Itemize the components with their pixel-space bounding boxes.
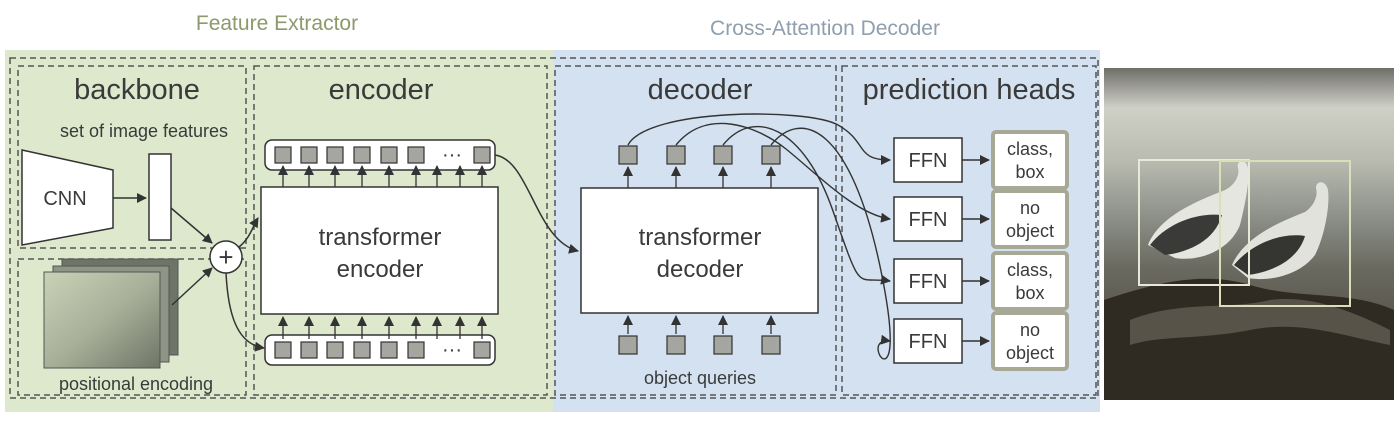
- cnn-label: CNN: [43, 188, 86, 210]
- feature-extractor-title: Feature Extractor: [196, 12, 358, 35]
- image-features-label: set of image features: [60, 121, 228, 141]
- outer-dashed-frame: [9, 57, 1099, 399]
- object-queries-label: object queries: [644, 368, 756, 388]
- transformer-encoder-label-2: encoder: [337, 256, 424, 283]
- prediction-heads-title: prediction heads: [863, 74, 1076, 106]
- decoder-title: decoder: [648, 74, 753, 106]
- encoder-input-token-6: [407, 341, 425, 359]
- prediction-output-box-3: [991, 251, 1069, 311]
- encoder-output-token-2: [300, 146, 318, 164]
- positional-to-add-arrow: [171, 267, 213, 306]
- detection-box-1: [1138, 159, 1250, 286]
- encoder-output-ellipsis: ···: [442, 144, 462, 166]
- decoder-to-ffn-arrow-3: [722, 126, 891, 285]
- prediction-output-line2-2: object: [1006, 221, 1054, 241]
- decoder-output-token-2: [666, 145, 686, 165]
- ffn-block-3: [893, 258, 963, 304]
- encoder-input-tokens-box: [264, 334, 496, 366]
- ffn-label-2: FFN: [909, 209, 948, 231]
- object-query-token-2: [666, 335, 686, 355]
- cnn-trapezoid: [21, 149, 114, 246]
- ffn-block-1: [893, 137, 963, 183]
- encoder-output-token-7: [473, 146, 491, 164]
- ffn-label-1: FFN: [909, 150, 948, 172]
- encoder-input-token-5: [380, 341, 398, 359]
- object-query-token-1: [618, 335, 638, 355]
- detection-box-2: [1219, 160, 1351, 307]
- detection-result-image: [1104, 68, 1394, 400]
- prediction-output-line1-3: class,: [1007, 260, 1053, 280]
- prediction-output-box-4: [991, 311, 1069, 371]
- backbone-box: [17, 65, 247, 249]
- encoder-input-token-7: [473, 341, 491, 359]
- positional-encoding-image: [43, 271, 161, 369]
- decoder-box: [554, 65, 837, 396]
- seagull-right-wing: [1234, 235, 1305, 275]
- object-query-token-4: [761, 335, 781, 355]
- encoder-output-token-5: [380, 146, 398, 164]
- prediction-output-line1-1: class,: [1007, 139, 1053, 159]
- encoder-to-decoder-arrow: [494, 154, 579, 254]
- encoder-input-token-3: [326, 341, 344, 359]
- features-to-add-arrow: [170, 207, 213, 244]
- transformer-encoder-block: [260, 186, 499, 315]
- encoder-input-token-2: [300, 341, 318, 359]
- transformer-encoder-label-1: transformer: [319, 224, 442, 251]
- encoder-output-token-4: [353, 146, 371, 164]
- add-to-encoder-tokens-arrow: [225, 272, 265, 352]
- decoder-to-ffn-arrow-4: [770, 127, 891, 360]
- add-to-encoder-top-arrow: [238, 217, 259, 248]
- decoder-to-ffn-arrow-2: [675, 122, 891, 223]
- transformer-decoder-label-1: transformer: [639, 224, 762, 251]
- prediction-output-box-1: [991, 130, 1069, 190]
- prediction-output-line1-2: no: [1020, 198, 1040, 218]
- ffn-block-2: [893, 196, 963, 242]
- prediction-output-line2-4: object: [1006, 343, 1054, 363]
- prediction-output-line2-1: box: [1015, 162, 1044, 182]
- seagull-left-wing: [1150, 214, 1222, 255]
- object-query-token-3: [713, 335, 733, 355]
- prediction-output-line2-3: box: [1015, 283, 1044, 303]
- add-symbol: +: [218, 242, 233, 272]
- encoder-output-token-6: [407, 146, 425, 164]
- encoder-input-token-1: [274, 341, 292, 359]
- encoder-output-token-1: [274, 146, 292, 164]
- ffn-label-3: FFN: [909, 271, 948, 293]
- encoder-title: encoder: [329, 74, 434, 106]
- decoder-to-ffn-arrow-1: [627, 113, 891, 165]
- positional-encoding-label: positional encoding: [59, 374, 213, 394]
- transformer-decoder-label-2: decoder: [657, 256, 744, 283]
- cross-attention-decoder-title: Cross-Attention Decoder: [710, 17, 940, 40]
- decoder-output-token-4: [761, 145, 781, 165]
- prediction-output-line1-4: no: [1020, 320, 1040, 340]
- decoder-output-token-1: [618, 145, 638, 165]
- photo-rock-highlights: [1130, 299, 1390, 345]
- prediction-heads-box: [841, 65, 1097, 396]
- backbone-title: backbone: [74, 74, 200, 106]
- encoder-output-token-3: [326, 146, 344, 164]
- encoder-input-ellipsis: ···: [442, 339, 462, 361]
- prediction-output-box-2: [991, 189, 1069, 249]
- encoder-input-token-4: [353, 341, 371, 359]
- image-features-block: [148, 153, 172, 241]
- transformer-decoder-block: [580, 187, 819, 314]
- ffn-label-4: FFN: [909, 331, 948, 353]
- decoder-output-token-3: [713, 145, 733, 165]
